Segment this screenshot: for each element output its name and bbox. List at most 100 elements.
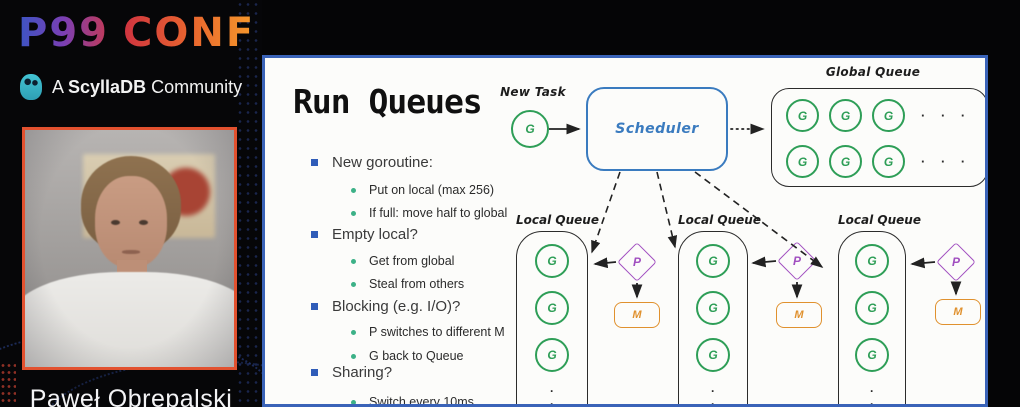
goroutine-letter: G (840, 154, 851, 169)
global-queue-box: G G G · · · G G G · · · (771, 88, 985, 187)
goroutine-node: G (855, 244, 889, 278)
speaker-mouth (122, 250, 140, 254)
ellipsis-vertical: · · · (870, 384, 874, 407)
goroutine-letter: G (525, 122, 535, 136)
global-queue-label: Global Queue (825, 65, 921, 79)
ellipsis: · · · (921, 108, 972, 123)
scylladb-mascot-icon (20, 74, 42, 100)
goroutine-node: G (829, 99, 862, 132)
bullet-dot-icon (351, 281, 356, 287)
processor-node: P (777, 241, 817, 281)
goroutine-letter: G (708, 348, 718, 362)
processor-letter: P (632, 255, 641, 269)
goroutine-node: G (855, 338, 889, 372)
speaker-shirt (25, 272, 234, 367)
left-panel: P99 CONF A ScyllaDB Community Paweł Obrep… (0, 0, 370, 407)
ellipsis: · · · (921, 154, 972, 169)
arrow-p2-to-queue2 (751, 256, 777, 268)
scheduler-node: Scheduler (586, 87, 728, 171)
community-prefix: A (52, 76, 64, 97)
goroutine-letter: G (883, 154, 894, 169)
goroutine-node: G (535, 291, 569, 325)
goroutine-node: G (535, 338, 569, 372)
local-queue-1: Local Queue G G G · · · (516, 213, 599, 404)
bullet-item: Empty local? (311, 226, 418, 243)
community-tagline: A ScyllaDB Community (20, 74, 242, 100)
machine-node: M (614, 302, 660, 328)
sub-bullet-label: Get from global (369, 254, 455, 268)
local-queue-label: Local Queue (838, 213, 921, 227)
processor-node: P (617, 242, 657, 282)
goroutine-node: G (535, 244, 569, 278)
scheduler-label: Scheduler (615, 121, 699, 137)
bullet-item: New goroutine: (311, 154, 433, 171)
logo-p99-text: P99 (18, 10, 109, 56)
bullet-item: Sharing? (311, 364, 392, 381)
goroutine-letter: G (840, 108, 851, 123)
goroutine-node: G (696, 291, 730, 325)
sub-bullet-item: Switch every 10ms (351, 395, 474, 407)
bullet-dot-icon (351, 210, 356, 216)
bullet-label: Sharing? (332, 364, 393, 381)
machine-letter: M (953, 306, 963, 318)
machine-node: M (935, 299, 981, 325)
speaker-face (95, 176, 167, 268)
sub-bullet-item: P switches to different M (351, 325, 505, 339)
red-dots-decoration (0, 362, 16, 406)
bullet-dot-icon (351, 258, 356, 264)
sub-bullet-item: Get from global (351, 254, 454, 268)
goroutine-node: G (872, 99, 905, 132)
goroutine-letter: G (867, 301, 877, 315)
slide: Run Queues New goroutine: Put on local (… (262, 55, 988, 407)
speaker-name: Paweł Obrepalski (29, 385, 233, 407)
local-queue-2: Local Queue G G G · · · (678, 213, 761, 407)
arrow-scheduler-to-queue1 (591, 171, 621, 254)
arrow-scheduler-to-queue2 (656, 171, 678, 249)
sub-bullet-item: If full: move half to global (351, 206, 507, 220)
ellipsis-vertical: · · · (711, 384, 715, 407)
webcam-vignette (25, 130, 234, 367)
global-queue-row: G G G · · · (786, 145, 971, 178)
machine-letter: M (794, 309, 804, 321)
local-queue-box: G G G · · · (678, 231, 748, 407)
sub-bullet-label: Steal from others (369, 277, 465, 291)
new-task-label: New Task (500, 85, 566, 99)
local-queue-box: G G G · · · (838, 231, 906, 407)
bullet-square-icon (311, 303, 318, 310)
bullet-dot-icon (351, 399, 356, 404)
processor-letter: P (792, 254, 801, 268)
sub-bullet-label: G back to Queue (369, 349, 464, 363)
bullet-dot-icon (351, 187, 356, 193)
sub-bullet-item: Put on local (max 256) (351, 183, 494, 197)
sub-bullet-label: Switch every 10ms (369, 395, 474, 407)
community-suffix: Community (151, 76, 243, 97)
p99-conf-logo: P99 CONF (18, 10, 255, 56)
goroutine-letter: G (547, 301, 557, 315)
bullet-item: Blocking (e.g. I/O)? (311, 298, 460, 315)
goroutine-node: G (696, 244, 730, 278)
sub-bullet-label: If full: move half to global (369, 206, 508, 220)
goroutine-node: G (829, 145, 862, 178)
bullet-label: New goroutine: (332, 154, 433, 171)
goroutine-node: G (696, 338, 730, 372)
local-queue-label: Local Queue (678, 213, 761, 227)
machine-letter: M (632, 309, 642, 321)
logo-conf-text: CONF (122, 10, 256, 56)
goroutine-letter: G (708, 254, 718, 268)
goroutine-letter: G (708, 301, 718, 315)
bullet-square-icon (311, 159, 318, 166)
community-brand: ScyllaDB (68, 76, 147, 97)
bullet-label: Blocking (e.g. I/O)? (332, 298, 461, 315)
goroutine-node: G (786, 99, 819, 132)
bullet-dot-icon (351, 353, 356, 359)
bullet-square-icon (311, 231, 318, 238)
sub-bullet-label: Put on local (max 256) (369, 183, 495, 197)
global-queue-row: G G G · · · (786, 99, 971, 132)
goroutine-letter: G (883, 108, 894, 123)
new-task-goroutine-node: G (511, 110, 549, 148)
goroutine-node: G (786, 145, 819, 178)
local-queue-3: Local Queue G G G · · · (838, 213, 921, 407)
bullet-label: Empty local? (332, 226, 418, 243)
speaker-eye (111, 220, 120, 225)
